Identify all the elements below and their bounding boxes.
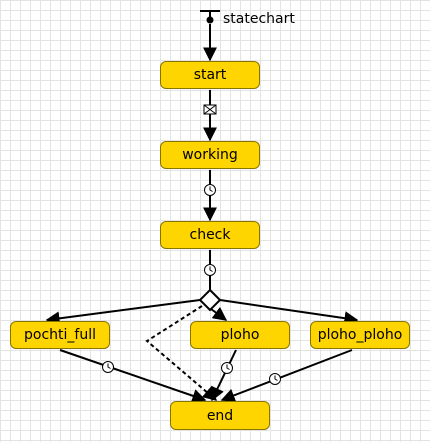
transition-branch-to-end-default — [145, 305, 218, 401]
timeout-icon — [204, 264, 216, 276]
transition-branch-to-ploho — [210, 306, 228, 321]
statechart-label: statechart — [223, 11, 295, 27]
timeout-icon — [269, 373, 281, 385]
message-icon — [203, 104, 217, 115]
branch-diamond[interactable] — [198, 288, 222, 312]
state-ploho-ploho[interactable]: ploho_ploho — [310, 321, 410, 349]
state-start[interactable]: start — [160, 61, 260, 89]
timeout-icon — [221, 362, 233, 374]
state-working[interactable]: working — [160, 141, 260, 169]
transition-ploho-to-end — [211, 349, 237, 402]
transition-branch-to-ploho-ploho — [219, 299, 359, 326]
timeout-icon — [102, 361, 114, 373]
statechart-entry-point — [200, 10, 220, 24]
transition-pochti-full-to-end — [59, 349, 207, 403]
state-end[interactable]: end — [170, 401, 270, 430]
transition-branch-to-pochti-full — [45, 299, 201, 326]
state-ploho[interactable]: ploho — [190, 321, 290, 349]
state-pochti-full[interactable]: pochti_full — [10, 321, 110, 349]
state-check[interactable]: check — [160, 221, 260, 249]
timeout-icon — [204, 184, 216, 196]
transition-ploho-ploho-to-end — [220, 349, 353, 403]
